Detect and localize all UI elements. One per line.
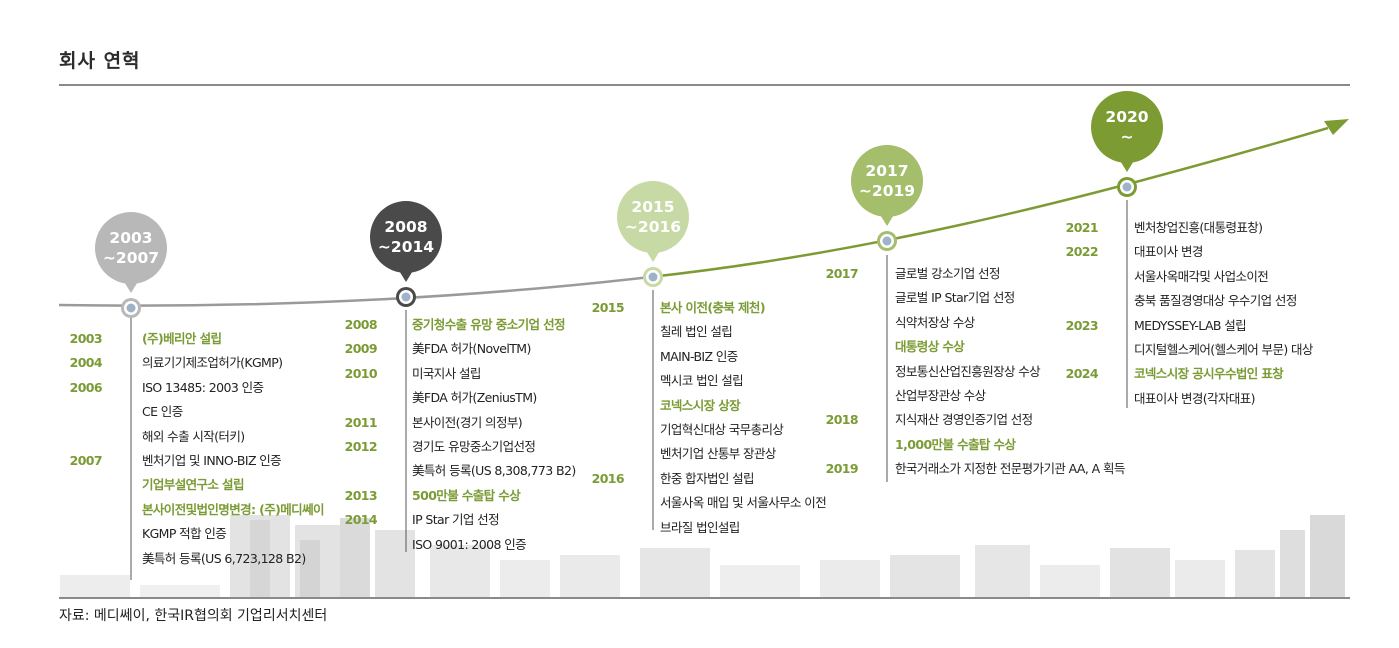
event-text: 한중 합자법인 설립 xyxy=(660,470,755,486)
source-note: 자료: 메디쎄이, 한국IR협의회 기업리서치센터 xyxy=(59,608,328,624)
event-text: 기업혁신대상 국무총리상 xyxy=(660,421,784,437)
period-label-2008: 2008 ~2014 xyxy=(366,217,446,257)
event-year: 2015 xyxy=(591,300,625,315)
event-year: 2014 xyxy=(344,512,378,528)
event-year: 2003 xyxy=(69,331,103,346)
event-year: 2013 xyxy=(344,487,378,503)
event-year: 2024 xyxy=(1065,366,1099,382)
period-label-line: 2020 xyxy=(1105,108,1149,126)
event-year: 2012 xyxy=(344,438,378,454)
period-label-line: 2003 xyxy=(109,229,153,247)
event-text: 정보통신산업진흥원장상 수상 xyxy=(895,363,1041,379)
event-year: 2018 xyxy=(825,412,859,428)
event-year: 2016 xyxy=(591,470,625,486)
period-label-line: 2015 xyxy=(631,198,675,216)
event-text: 한국거래소가 지정한 전문평가기관 AA, A 획득 xyxy=(895,461,1125,477)
period-label-2017: 2017 ~2019 xyxy=(847,161,927,201)
period-marker-2003 xyxy=(95,212,167,318)
event-text: 1,000만불 수출탑 수상 xyxy=(895,436,1016,452)
timeline-graphic xyxy=(58,91,1349,597)
event-text: 글로벌 강소기업 선정 xyxy=(895,266,1000,281)
event-text: ISO 9001: 2008 인증 xyxy=(412,536,527,552)
event-text: 충북 품질경영대상 우수기업 선정 xyxy=(1134,293,1297,309)
period-label-line: ~2007 xyxy=(102,249,160,267)
period-label-line: ~2014 xyxy=(377,238,435,256)
event-text: CE 인증 xyxy=(142,404,183,420)
timeline-curve-grey xyxy=(58,275,651,307)
event-text: 美FDA 허가(ZeniusTM) xyxy=(412,390,537,406)
event-text: 칠레 법인 설립 xyxy=(660,324,733,340)
event-text: 코넥스시장 공시우수법인 표창 xyxy=(1134,366,1284,382)
event-text: 의료기기제조업허가(KGMP) xyxy=(142,355,283,371)
event-connectors xyxy=(130,200,1128,580)
event-year: 2017 xyxy=(825,266,859,281)
event-text: IP Star 기업 선정 xyxy=(412,512,500,528)
timeline-curve-green xyxy=(649,126,1329,279)
event-text: 벤처창업진흥(대통령표창) xyxy=(1134,220,1263,235)
period-label-line: 2017 xyxy=(865,162,909,180)
event-year: 2006 xyxy=(69,379,103,395)
event-text: 美특허 등록(US 6,723,128 B2) xyxy=(142,550,306,566)
event-text: ISO 13485: 2003 인증 xyxy=(142,379,264,395)
period-marker-2017 xyxy=(851,145,923,251)
event-year: 2007 xyxy=(69,452,103,468)
period-marker-2015 xyxy=(617,181,689,287)
event-text: MEDYSSEY-LAB 설립 xyxy=(1134,317,1247,333)
event-year: 2023 xyxy=(1065,317,1099,333)
period-label-2015: 2015 ~2016 xyxy=(613,197,693,237)
arrow-head-icon xyxy=(1324,119,1349,135)
event-text: 본사이전및법인명변경: (주)메디쎄이 xyxy=(142,501,324,517)
top-divider xyxy=(59,84,1350,86)
event-text: 기업부설연구소 설립 xyxy=(142,477,244,493)
event-text: 500만불 수출탑 수상 xyxy=(412,487,521,503)
event-year: 2009 xyxy=(344,341,378,357)
event-text: 벤처기업 산통부 장관상 xyxy=(660,446,776,462)
event-text: 식약처장상 수상 xyxy=(895,314,975,330)
period-label-2020: 2020 ~ xyxy=(1087,107,1167,147)
period-label-line: ~ xyxy=(1120,128,1134,146)
event-text: 서울사옥 매입 및 서울사무소 이전 xyxy=(660,495,827,511)
event-year: 2019 xyxy=(825,461,859,477)
bottom-divider xyxy=(59,597,1350,599)
event-text: 美FDA 허가(NovelTM) xyxy=(412,341,531,357)
period-label-line: 2008 xyxy=(384,218,428,236)
event-text: 해외 수출 시작(터키) xyxy=(142,428,245,444)
period-marker-2020 xyxy=(1091,91,1163,197)
event-text: 본사 이전(충북 제천) xyxy=(660,300,766,315)
event-text: KGMP 적합 인증 xyxy=(142,526,227,542)
event-text: 대통령상 수상 xyxy=(895,339,965,355)
event-year: 2004 xyxy=(69,355,103,371)
event-text: 브라질 법인설립 xyxy=(660,519,740,535)
event-text: 지식재산 경영인증기업 선정 xyxy=(895,412,1033,428)
page-title: 회사 연혁 xyxy=(59,50,141,72)
period-marker-2008 xyxy=(370,201,442,307)
event-text: (주)베리안 설립 xyxy=(142,331,222,346)
event-text: 코넥스시장 상장 xyxy=(660,397,741,413)
event-text: MAIN-BIZ 인증 xyxy=(660,348,738,364)
event-text: 글로벌 IP Star기업 선정 xyxy=(895,290,1015,306)
event-year: 2010 xyxy=(344,365,378,381)
period-label-line: ~2019 xyxy=(858,182,916,200)
event-text: 벤처기업 및 INNO-BIZ 인증 xyxy=(142,452,282,468)
event-text: 美특허 등록(US 8,308,773 B2) xyxy=(412,463,576,479)
period-label-line: ~2016 xyxy=(624,218,682,236)
event-text: 산업부장관상 수상 xyxy=(895,387,986,403)
event-year: 2022 xyxy=(1065,244,1099,260)
event-text: 미국지사 설립 xyxy=(412,365,481,381)
event-text: 대표이사 변경(각자대표) xyxy=(1134,390,1256,406)
event-text: 디지털헬스케어(헬스케어 부문) 대상 xyxy=(1134,341,1313,357)
city-skyline xyxy=(60,515,1345,597)
event-year: 2021 xyxy=(1065,220,1099,235)
event-year: 2011 xyxy=(344,414,378,430)
event-text: 본사이전(경기 의정부) xyxy=(412,414,523,430)
period-label-2003: 2003 ~2007 xyxy=(91,228,171,268)
event-text: 경기도 유망중소기업선정 xyxy=(412,438,536,454)
event-text: 대표이사 변경 xyxy=(1134,244,1203,260)
event-text: 멕시코 법인 설립 xyxy=(660,373,744,389)
event-text: 중기청수출 유망 중소기업 선정 xyxy=(412,317,566,332)
event-text: 서울사옥매각및 사업소이전 xyxy=(1134,268,1269,284)
event-year: 2008 xyxy=(344,317,378,332)
